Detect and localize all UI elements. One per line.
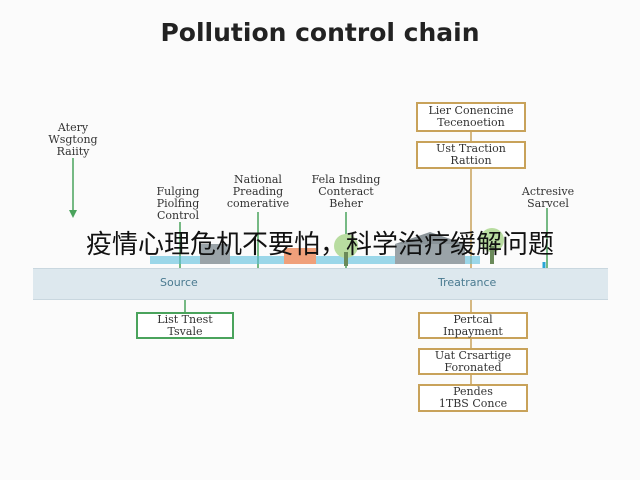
- band-label-treatment: Treatrance: [438, 276, 497, 289]
- tree-1: [334, 234, 358, 258]
- orange-block: [284, 248, 316, 264]
- factory-right: [395, 244, 465, 264]
- tree-2: [480, 228, 504, 252]
- factory-roof: [395, 232, 465, 244]
- tree-1-trunk: [344, 252, 348, 266]
- diagram-title: Pollution control chain: [160, 18, 480, 47]
- arrow-head-top-left: [69, 210, 77, 218]
- flow-band: [33, 268, 608, 300]
- overlay-caption: 疫情心理危机不要怕，科学治疗缓解问题: [85, 230, 554, 260]
- tree-2-trunk: [490, 246, 494, 264]
- band-label-source: Source: [160, 276, 198, 289]
- factory-left: [200, 244, 230, 264]
